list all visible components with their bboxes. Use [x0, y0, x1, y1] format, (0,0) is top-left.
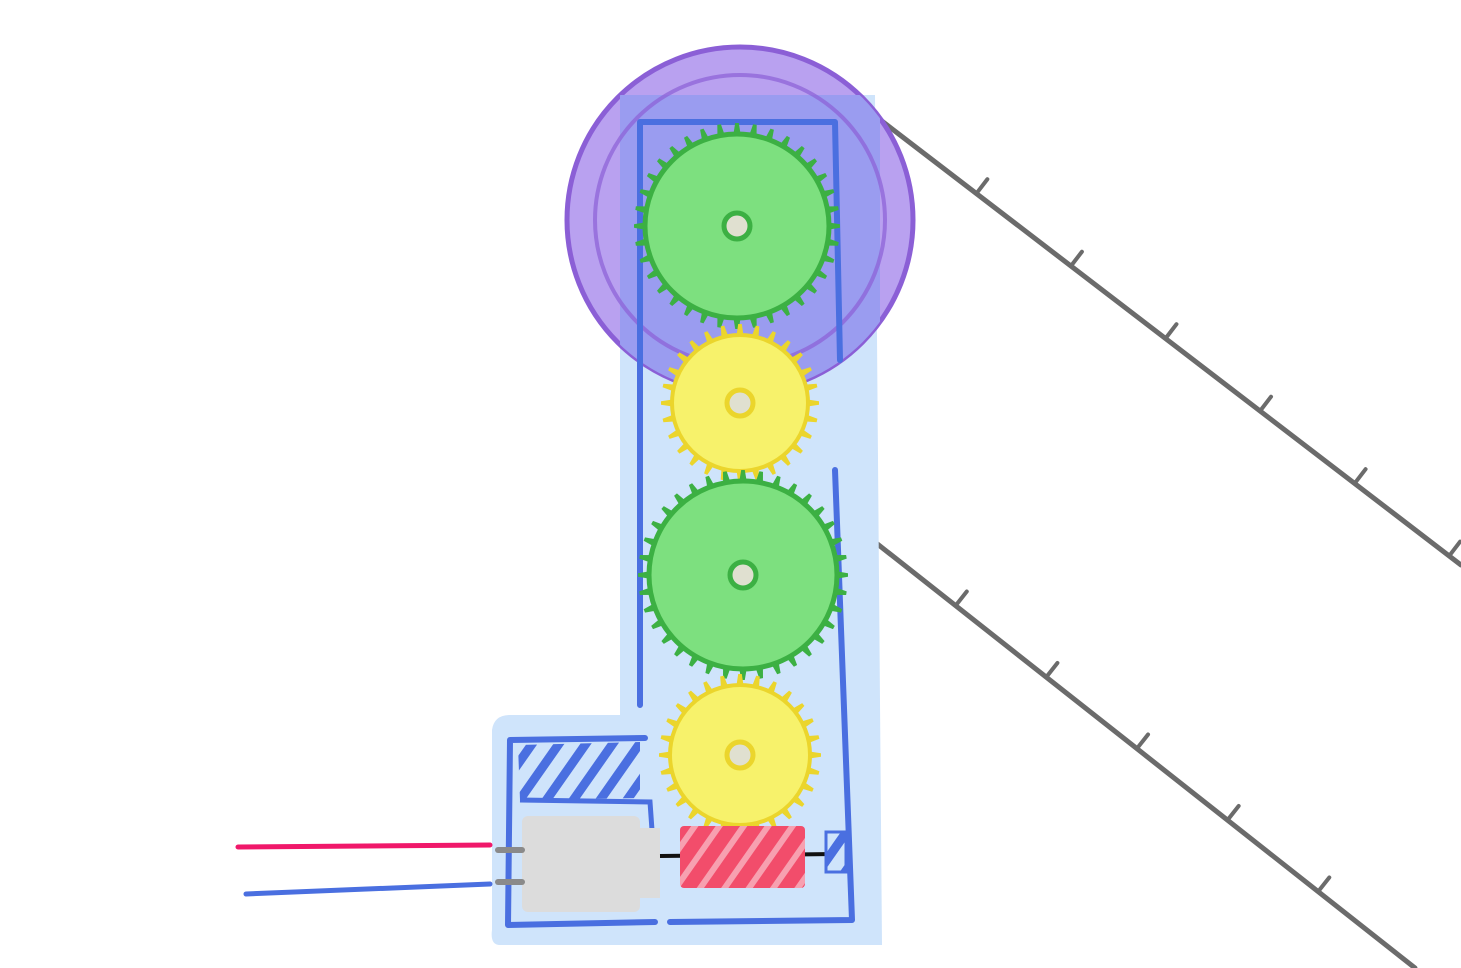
pointer-tick [1068, 249, 1084, 269]
pointer-tick [1447, 539, 1461, 558]
wire-positive [235, 842, 493, 850]
shaft-bearing [824, 830, 848, 874]
wire-negative [243, 881, 493, 897]
large-gear [634, 123, 840, 329]
gear-axle-icon [724, 739, 756, 771]
motor [522, 816, 640, 912]
hatched-block [518, 742, 640, 800]
small-gear [661, 324, 819, 482]
gear-axle-icon [721, 210, 753, 242]
worm-gear [680, 826, 805, 888]
pointer-lines [787, 109, 1461, 968]
gear-axle-icon [727, 559, 759, 591]
pointer-tick [1044, 660, 1060, 680]
housing-outline [505, 119, 855, 928]
pointer-tick [953, 589, 969, 608]
motor-mount-wall [519, 797, 655, 831]
small-gear [659, 674, 821, 836]
pointer-tick [1352, 467, 1368, 486]
pointer-tick [974, 177, 990, 196]
pointer-tick [1134, 732, 1151, 751]
gears [634, 123, 848, 836]
pointer-line [787, 472, 1418, 968]
motor-cap [636, 828, 660, 898]
gear-axle-icon [724, 387, 756, 419]
pointer-tick [1163, 322, 1179, 341]
large-gear [638, 470, 848, 680]
pointer-tick [1258, 394, 1274, 413]
pointer-tick [1225, 803, 1241, 823]
pointer-tick [1316, 875, 1332, 894]
